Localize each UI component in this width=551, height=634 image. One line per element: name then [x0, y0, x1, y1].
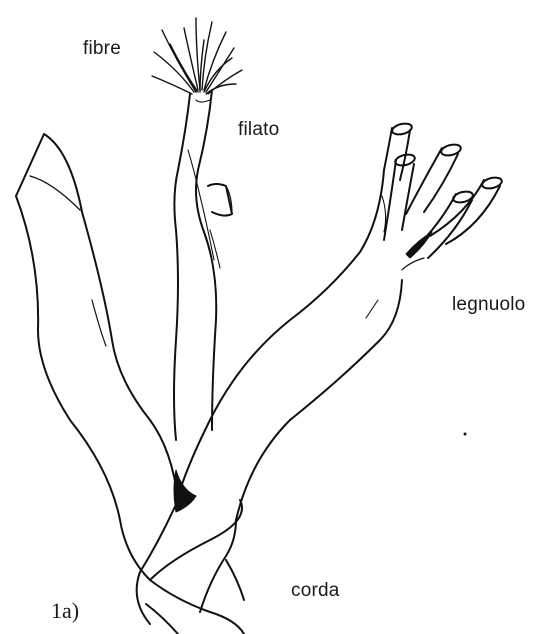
left-strand: [16, 134, 178, 580]
stray-dot: [464, 433, 467, 436]
strand-legnuolo: [180, 170, 402, 520]
label-filato: filato: [238, 119, 279, 141]
label-legnuolo: legnuolo: [452, 294, 525, 316]
label-fibre: fibre: [83, 38, 121, 60]
fibres-tuft: [152, 18, 242, 94]
rope-twist: [137, 470, 244, 634]
legnuolo-yarns: [384, 122, 503, 270]
yarn-strand: [174, 90, 232, 440]
label-corda: corda: [291, 580, 340, 602]
figure-number: 1a): [51, 598, 79, 624]
